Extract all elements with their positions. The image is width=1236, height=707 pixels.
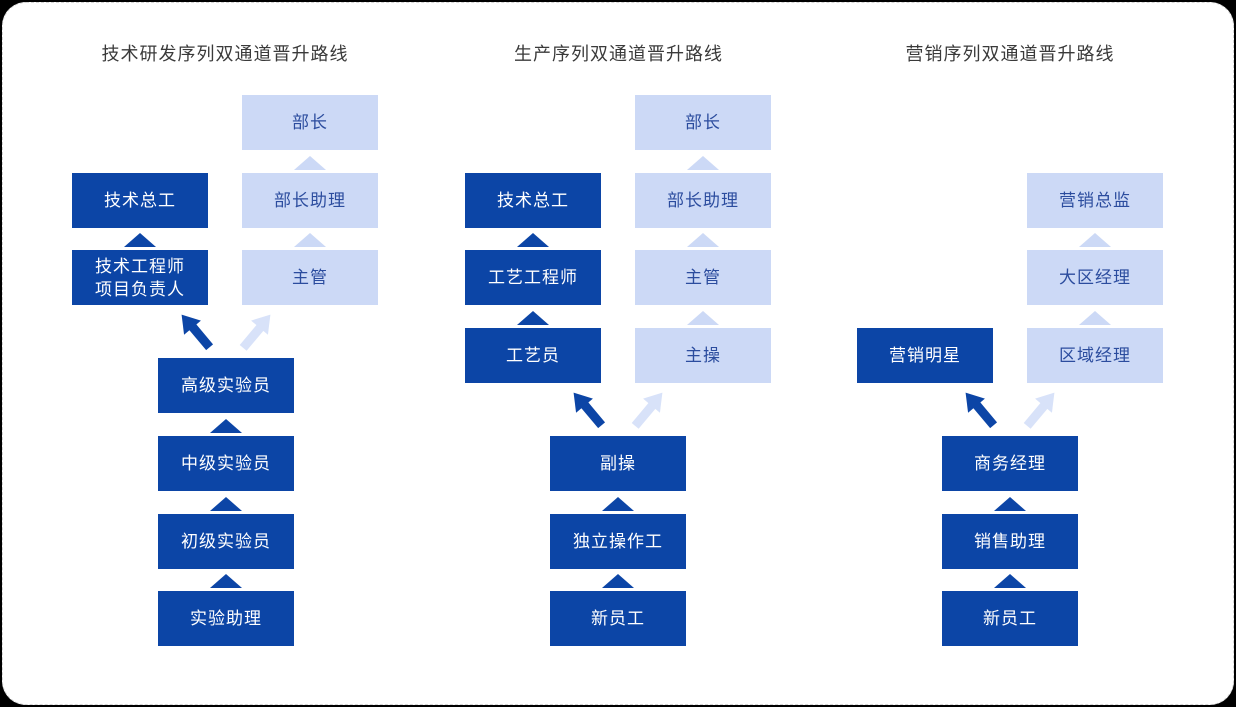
box-regional-gm: 大区经理	[1027, 250, 1163, 305]
up-arrow-icon	[994, 497, 1026, 511]
up-arrow-icon	[124, 233, 156, 247]
box-minister: 部长	[635, 95, 771, 150]
box-minister: 部长	[242, 95, 378, 150]
box-marketing-director: 营销总监	[1027, 173, 1163, 228]
box-chief-engineer: 技术总工	[465, 173, 601, 228]
up-arrow-icon	[517, 311, 549, 325]
up-arrow-icon	[210, 497, 242, 511]
box-area-manager: 区域经理	[1027, 328, 1163, 383]
box-lab-assistant: 实验助理	[158, 591, 294, 646]
box-junior-lab-technician: 初级实验员	[158, 514, 294, 569]
up-arrow-icon	[687, 156, 719, 170]
column-title: 营销序列双通道晋升路线	[905, 44, 1115, 64]
box-new-employee: 新员工	[550, 591, 686, 646]
box-sales-assistant: 销售助理	[942, 514, 1078, 569]
box-minister-assistant: 部长助理	[242, 173, 378, 228]
up-arrow-icon	[210, 574, 242, 588]
up-arrow-icon	[1079, 233, 1111, 247]
box-senior-lab-technician: 高级实验员	[158, 358, 294, 413]
branch-arrow-light-icon	[1014, 385, 1063, 437]
branch-arrow-dark-icon	[956, 385, 1005, 437]
up-arrow-icon	[602, 574, 634, 588]
up-arrow-icon	[994, 574, 1026, 588]
box-chief-operator: 主操	[635, 328, 771, 383]
box-independent-operator: 独立操作工	[550, 514, 686, 569]
up-arrow-icon	[602, 497, 634, 511]
box-business-manager: 商务经理	[942, 436, 1078, 491]
box-supervisor: 主管	[242, 250, 378, 305]
box-supervisor: 主管	[635, 250, 771, 305]
up-arrow-icon	[687, 311, 719, 325]
column-title: 生产序列双通道晋升路线	[514, 44, 723, 64]
box-process-engineer: 工艺工程师	[465, 250, 601, 305]
box-process-technician: 工艺员	[465, 328, 601, 383]
box-deputy-operator: 副操	[550, 436, 686, 491]
box-tech-engineer-project-lead: 技术工程师 项目负责人	[72, 250, 208, 305]
up-arrow-icon	[210, 419, 242, 433]
up-arrow-icon	[687, 233, 719, 247]
up-arrow-icon	[294, 233, 326, 247]
up-arrow-icon	[1079, 311, 1111, 325]
box-marketing-star: 营销明星	[857, 328, 993, 383]
box-chief-engineer: 技术总工	[72, 173, 208, 228]
column-title: 技术研发序列双通道晋升路线	[101, 44, 349, 64]
up-arrow-icon	[517, 233, 549, 247]
box-mid-lab-technician: 中级实验员	[158, 436, 294, 491]
up-arrow-icon	[294, 156, 326, 170]
box-minister-assistant: 部长助理	[635, 173, 771, 228]
box-new-employee: 新员工	[942, 591, 1078, 646]
